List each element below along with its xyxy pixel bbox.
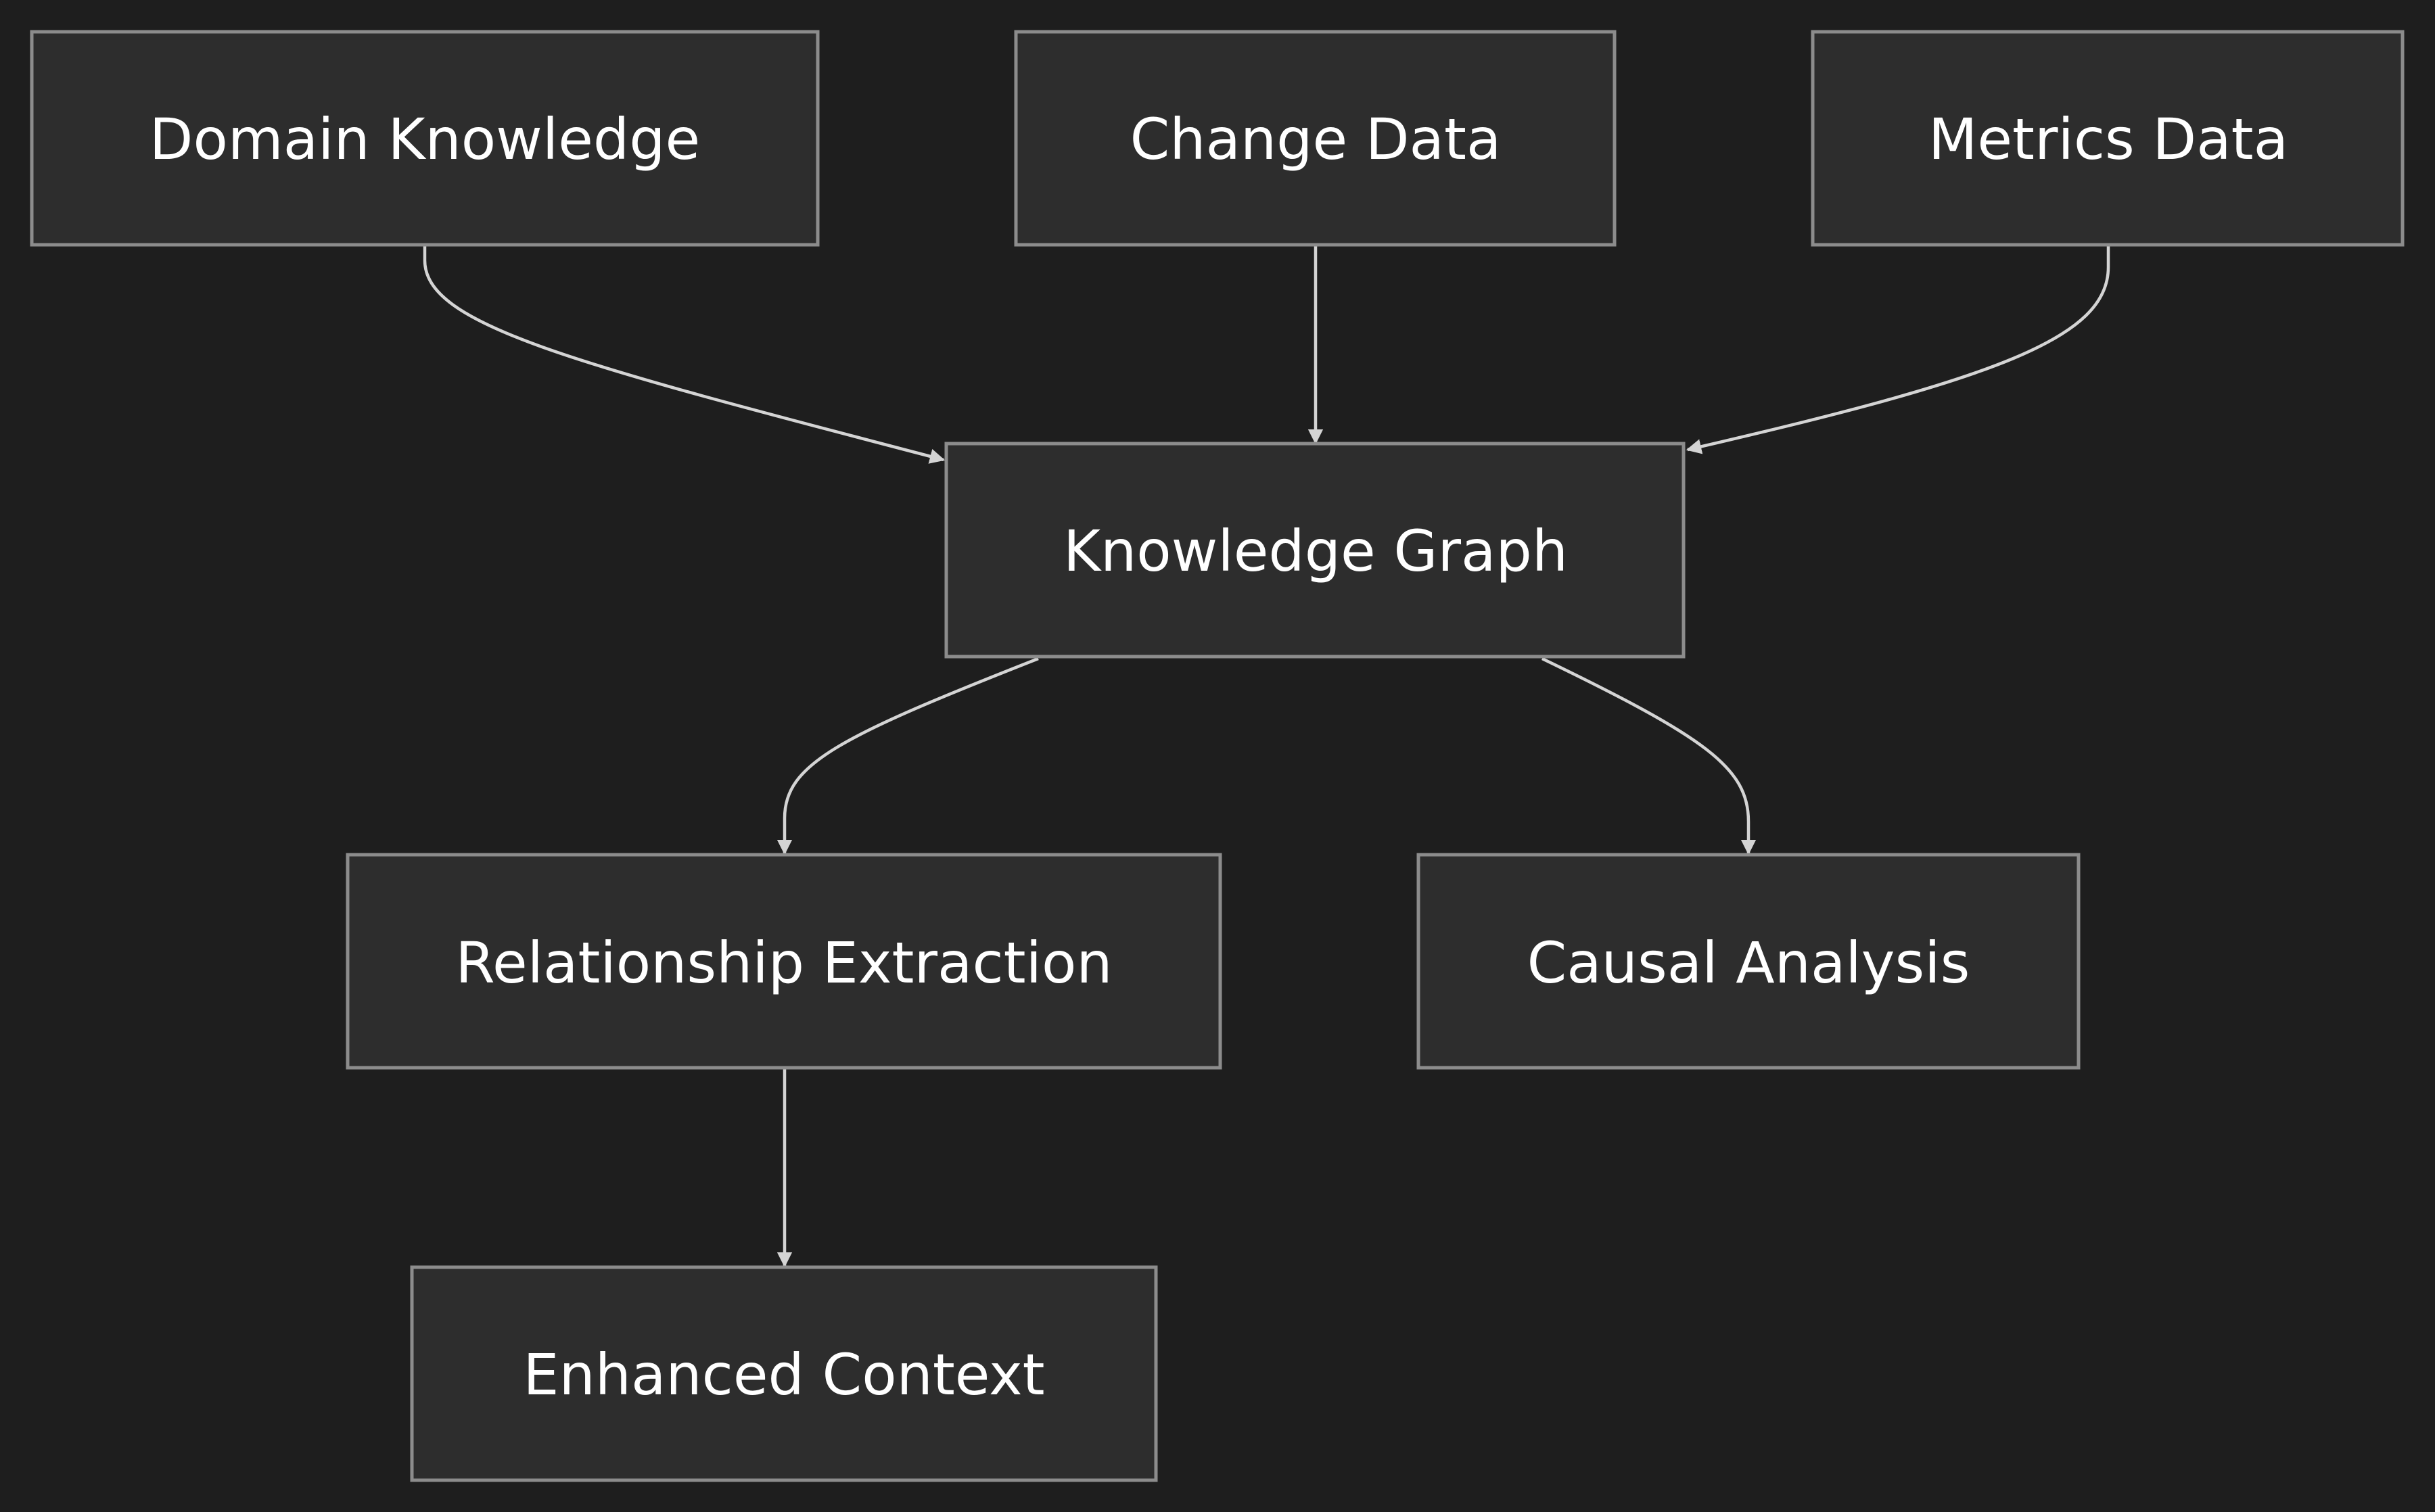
node-knowledge-graph[interactable]: Knowledge Graph [944,442,1686,659]
edge-knowledge-graph-to-causal-analysis [1541,657,1757,855]
node-domain-knowledge[interactable]: Domain Knowledge [30,30,820,247]
node-box [346,853,1222,1070]
node-label: Metrics Data [1928,106,2288,172]
node-label: Enhanced Context [523,1342,1044,1408]
node-box [410,1265,1158,1482]
edge-knowledge-graph-to-relationship-extraction [776,657,1039,855]
edge-metrics-data-to-knowledge-graph [1686,245,2110,454]
node-label: Domain Knowledge [149,106,700,172]
node-box [944,442,1686,659]
edges [423,245,2110,1268]
node-metrics-data[interactable]: Metrics Data [1811,30,2405,247]
node-change-data[interactable]: Change Data [1014,30,1617,247]
node-label: Knowledge Graph [1063,518,1568,584]
node-relationship-extraction[interactable]: Relationship Extraction [346,853,1222,1070]
node-box [1416,853,2081,1070]
node-causal-analysis[interactable]: Causal Analysis [1416,853,2081,1070]
edge-domain-knowledge-to-knowledge-graph [423,245,946,464]
node-label: Causal Analysis [1527,930,1970,996]
node-box [1014,30,1617,247]
node-box [1811,30,2405,247]
node-box [30,30,820,247]
node-enhanced-context[interactable]: Enhanced Context [410,1265,1158,1482]
node-label: Change Data [1130,106,1502,172]
node-label: Relationship Extraction [455,930,1112,996]
